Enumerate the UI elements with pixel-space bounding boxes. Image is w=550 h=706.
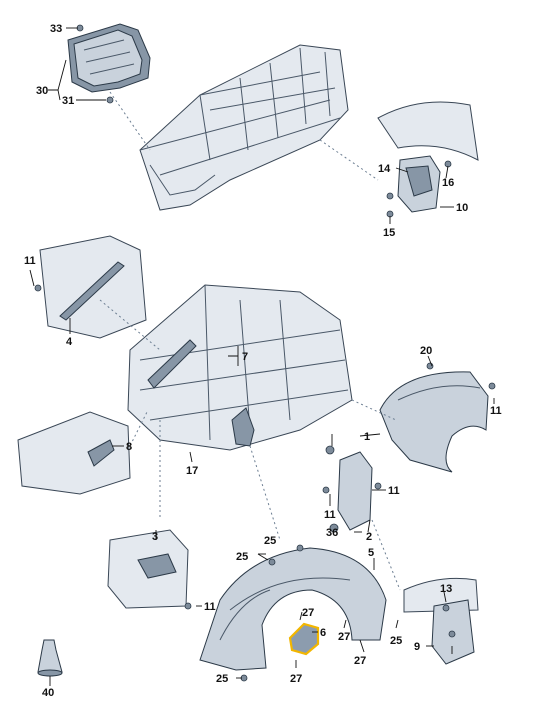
front-fender-assembly: [379, 362, 496, 473]
label-4: 4: [66, 336, 73, 348]
a-pillar-assembly: [34, 235, 147, 339]
label-9: 9: [414, 641, 420, 653]
van-body-shell: [139, 44, 349, 211]
cap-part-40: [37, 639, 63, 677]
label-7: 7: [242, 351, 248, 363]
label-40: 40: [42, 687, 54, 699]
rear-arch-liner-assembly: [67, 23, 151, 104]
label-11-left: 11: [204, 601, 216, 613]
dotted-leaders: [99, 91, 401, 591]
label-36: 36: [326, 527, 338, 539]
bracket-8-detail: [17, 411, 131, 495]
label-25-top: 25: [264, 535, 276, 547]
label-2: 2: [366, 531, 372, 543]
label-31: 31: [62, 95, 74, 107]
label-13: 13: [440, 583, 452, 595]
label-25-right: 25: [390, 635, 402, 647]
label-11-fender: 11: [490, 405, 502, 417]
label-11-lower: 11: [324, 509, 336, 521]
label-15: 15: [383, 227, 395, 239]
part-labels: 33 30 31 14 16 10 15 11 4 7 8 17 20 11 1…: [24, 23, 502, 699]
label-30: 30: [36, 85, 48, 97]
label-10: 10: [456, 202, 468, 214]
front-flap-assembly: [377, 101, 479, 218]
label-27-c: 27: [354, 655, 366, 667]
wheel-arch-liner: [199, 544, 387, 682]
label-20: 20: [420, 345, 432, 357]
body-side-structure: [127, 284, 353, 451]
label-27-a: 27: [302, 607, 314, 619]
label-8: 8: [126, 441, 132, 453]
label-11-bracket: 11: [388, 485, 400, 497]
label-17: 17: [186, 465, 198, 477]
label-27-d: 27: [290, 673, 302, 685]
label-6: 6: [320, 627, 326, 639]
bracket-3-detail: [107, 529, 192, 610]
highlighted-part-6: [288, 622, 320, 656]
label-5: 5: [368, 547, 374, 559]
label-11-upper: 11: [24, 255, 36, 267]
label-3: 3: [152, 531, 158, 543]
label-leaders: [29, 27, 495, 686]
label-25-bottom: 25: [216, 673, 228, 685]
label-27-b: 27: [338, 631, 350, 643]
mud-flap-assembly: [403, 577, 479, 665]
label-33: 33: [50, 23, 62, 35]
label-14: 14: [378, 163, 391, 175]
label-16: 16: [442, 177, 454, 189]
label-1: 1: [364, 431, 370, 443]
label-25-left: 25: [236, 551, 248, 563]
